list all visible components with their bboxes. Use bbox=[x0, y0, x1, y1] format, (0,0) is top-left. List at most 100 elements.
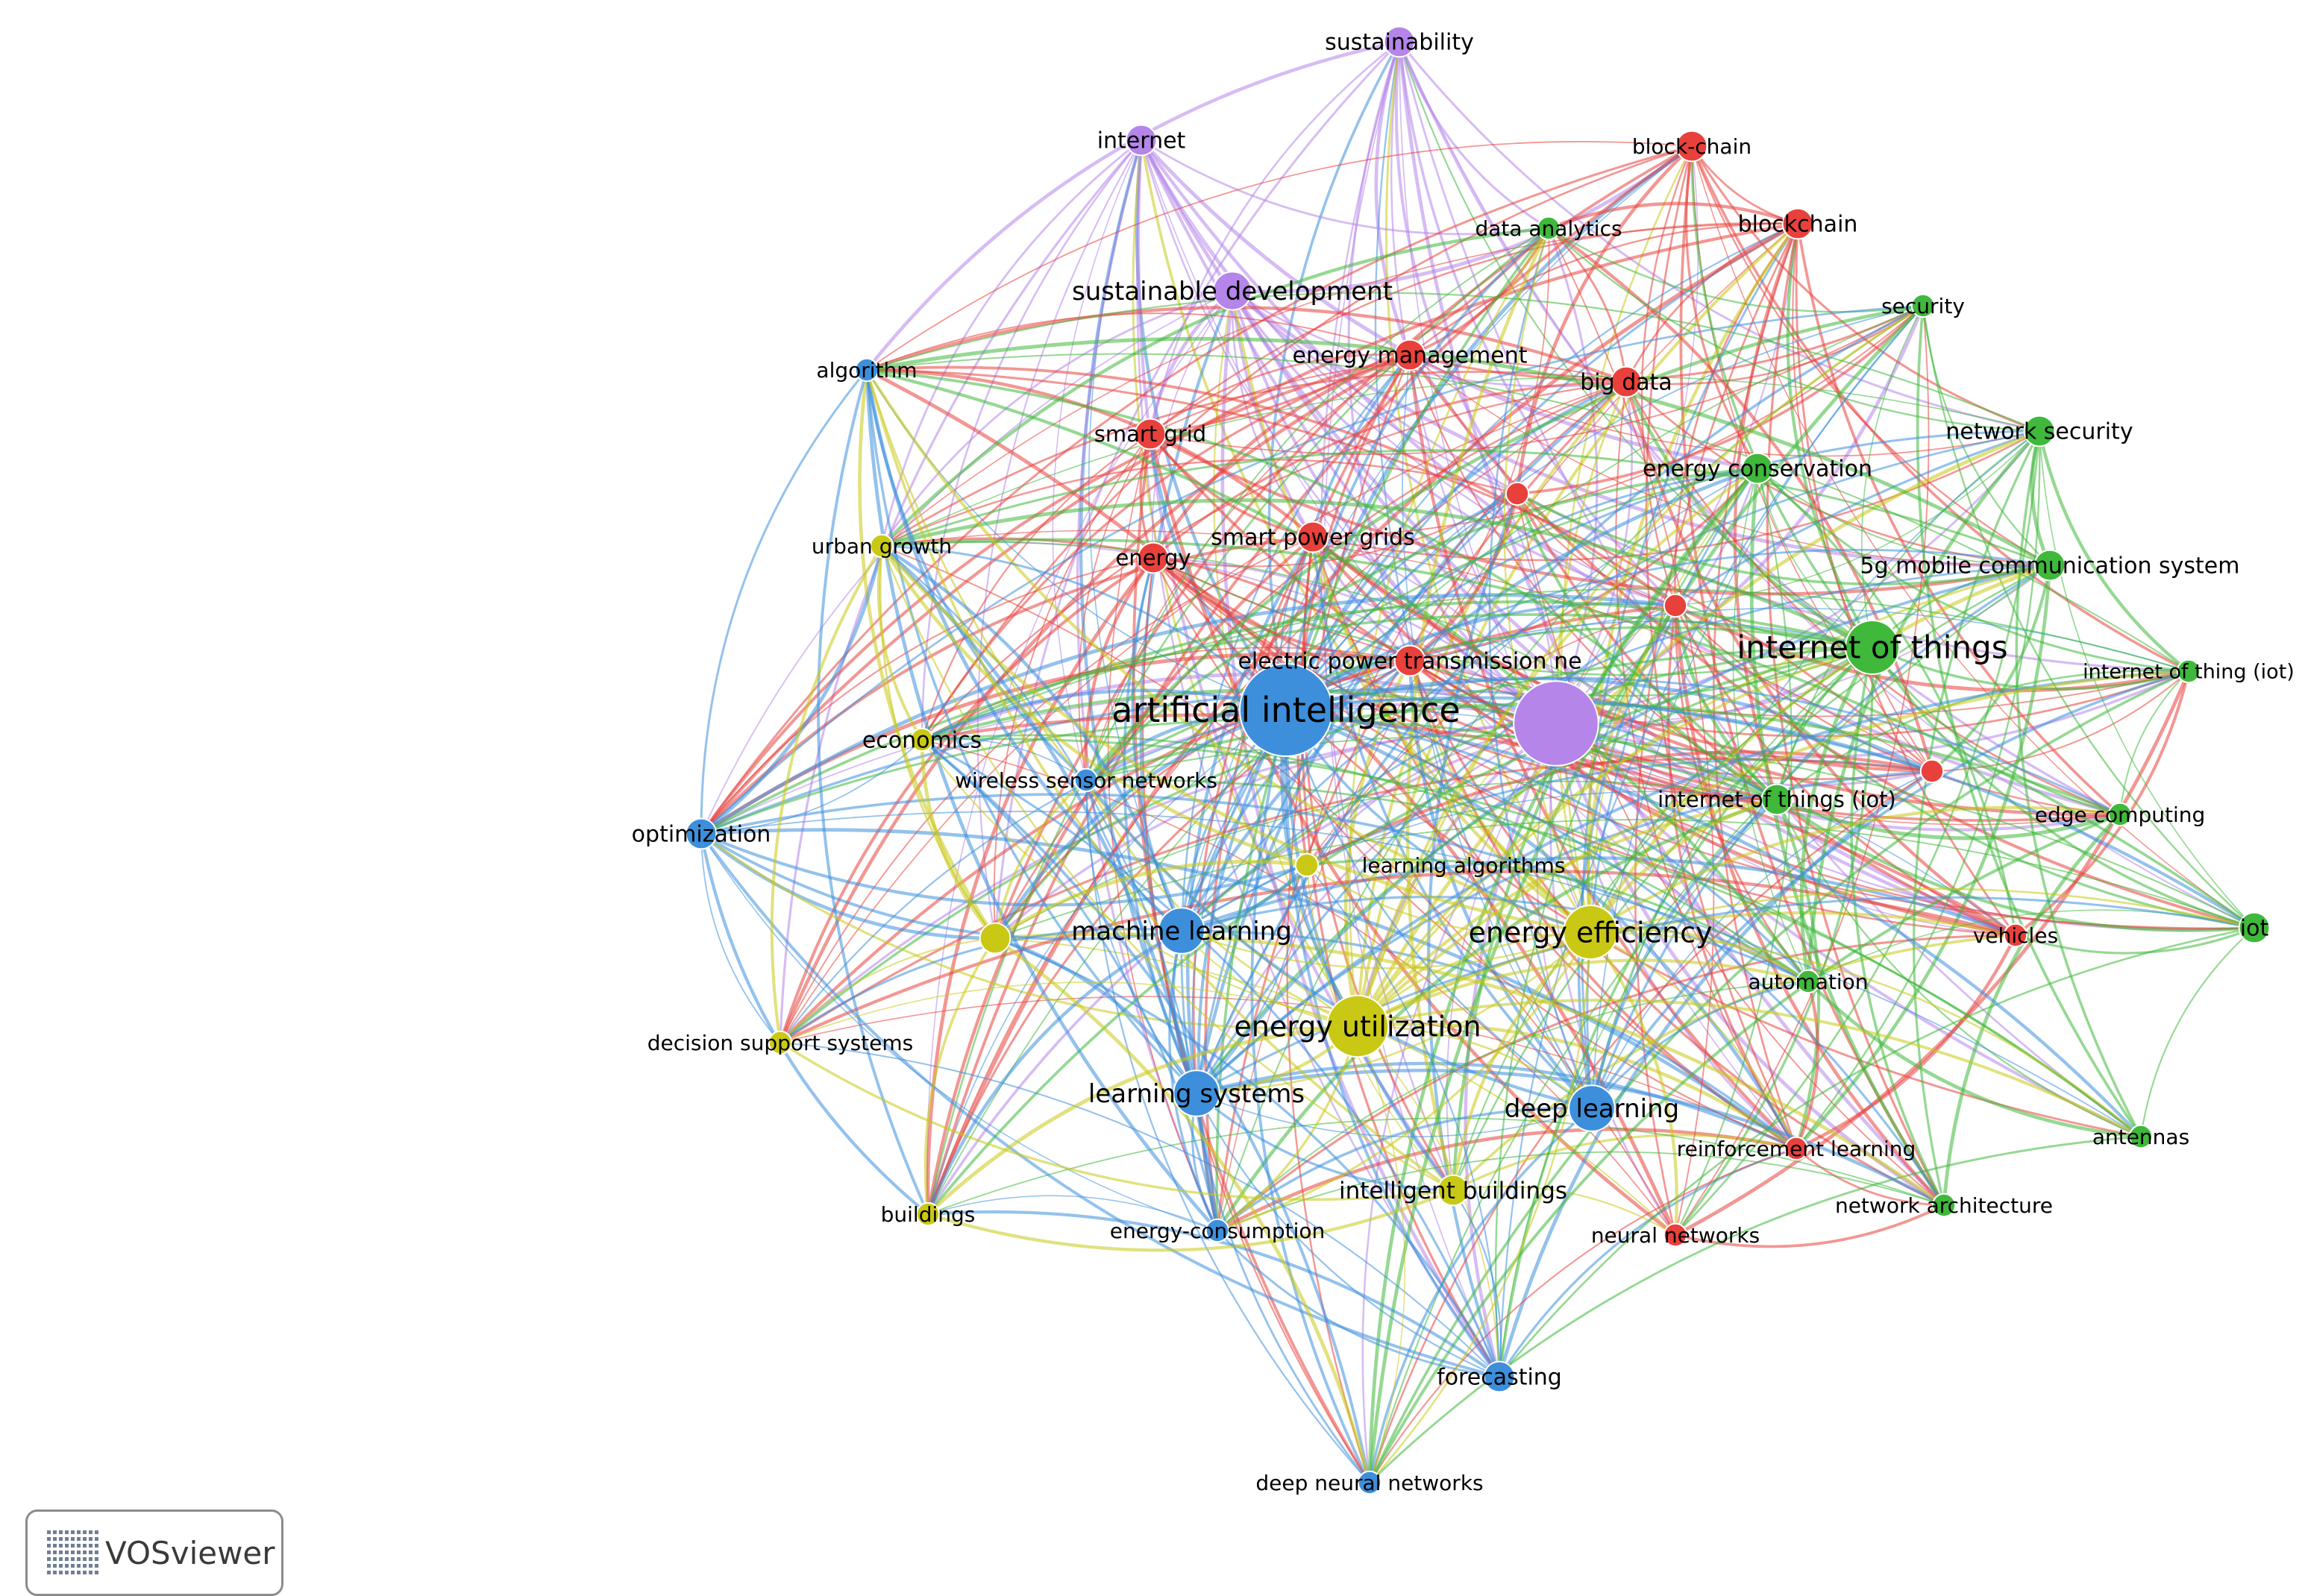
node-data-analytics[interactable] bbox=[1536, 216, 1561, 241]
edge-optimization-forecasting bbox=[700, 832, 1500, 1378]
node-forecasting[interactable] bbox=[1483, 1360, 1516, 1393]
node-smart-power-grids[interactable] bbox=[1296, 521, 1329, 553]
edge-automation-artificial-intelligence bbox=[1285, 709, 1810, 983]
node-decision-support-systems[interactable] bbox=[768, 1030, 793, 1055]
node-big-data[interactable] bbox=[1610, 365, 1643, 398]
node-red-node-a[interactable] bbox=[1505, 481, 1530, 506]
node-electric-power-transmission[interactable] bbox=[1393, 644, 1426, 677]
edge-red-node-c-artificial-intelligence bbox=[1285, 676, 1934, 773]
node-algorithm[interactable] bbox=[854, 357, 879, 383]
node-urban-growth[interactable] bbox=[869, 533, 894, 559]
node-blockchain[interactable] bbox=[1781, 207, 1814, 240]
edge-internet-of-thing-iot-economics bbox=[921, 588, 2189, 741]
label-energy-management: energy management bbox=[1292, 343, 1527, 369]
edge-smart-grid-security bbox=[1150, 305, 1924, 456]
edge-iot-artificial-intelligence bbox=[1285, 696, 2256, 929]
label-energy-utilization: energy utilization bbox=[1234, 1010, 1481, 1043]
node-learning-systems[interactable] bbox=[1173, 1069, 1220, 1117]
node-sustainable-development[interactable] bbox=[1212, 271, 1252, 311]
node-internet-of-things-iot[interactable] bbox=[1760, 783, 1793, 816]
edge-internet-of-things-iot-forecasting bbox=[1499, 799, 1778, 1377]
edge-internet-of-things-iot-machine-learning bbox=[1181, 791, 1778, 931]
edge-internet-of-things-intelligent-buildings bbox=[1452, 647, 1873, 1191]
edge-energy-management-data-analytics bbox=[1409, 227, 1550, 356]
node-yellow-node-a[interactable] bbox=[979, 922, 1012, 955]
label-internet-of-things-iot: internet of things (iot) bbox=[1657, 787, 1896, 812]
node-intelligent-buildings[interactable] bbox=[1437, 1174, 1470, 1207]
node-energy[interactable] bbox=[1137, 541, 1170, 574]
node-security[interactable] bbox=[1910, 293, 1936, 318]
node-vehicles[interactable] bbox=[2003, 923, 2028, 948]
node-red-node-c[interactable] bbox=[1919, 758, 1945, 784]
node-antennas[interactable] bbox=[2128, 1124, 2154, 1149]
node-internet-of-things[interactable] bbox=[1845, 620, 1900, 675]
edge-deep-neural-networks-yellow-node-a bbox=[994, 937, 1372, 1483]
label-smart-grid: smart grid bbox=[1094, 421, 1206, 447]
node-5g[interactable] bbox=[2033, 549, 2066, 582]
node-red-node-b[interactable] bbox=[1663, 593, 1688, 618]
edge-energy-management-algorithm bbox=[866, 312, 1411, 371]
node-internet[interactable] bbox=[1125, 124, 1158, 157]
label-block-chain: block-chain bbox=[1632, 134, 1751, 159]
edge-data-analytics-urban-growth bbox=[880, 226, 1549, 547]
node-optimization[interactable] bbox=[685, 817, 718, 850]
label-smart-power-grids: smart power grids bbox=[1211, 525, 1415, 551]
edge-energy-consumption-economics bbox=[921, 738, 1219, 1231]
node-reinforcement-learning[interactable] bbox=[1784, 1136, 1809, 1161]
edge-algorithm-optimization bbox=[700, 369, 868, 835]
node-internet-of-thing-iot[interactable] bbox=[2176, 659, 2201, 684]
edge-energy-management-optimization bbox=[700, 354, 1411, 835]
node-artificial-intelligence[interactable] bbox=[1239, 663, 1333, 757]
edge-sustainability-internet-of-things bbox=[1399, 41, 1873, 648]
edge-forecasting-intelligent-buildings bbox=[1452, 1190, 1502, 1377]
edge-edge-computing-network-architecture bbox=[1942, 813, 2121, 1206]
edge-energy-conservation-energy-efficiency bbox=[1590, 468, 1758, 933]
edge-smart-power-grids-decision-support-systems bbox=[780, 536, 1314, 1043]
node-energy-conservation[interactable] bbox=[1741, 452, 1774, 485]
node-smart-grid[interactable] bbox=[1134, 418, 1167, 450]
node-energy-consumption[interactable] bbox=[1205, 1218, 1230, 1243]
node-neural-networks[interactable] bbox=[1663, 1222, 1688, 1248]
node-deep-learning[interactable] bbox=[1568, 1084, 1616, 1132]
label-economics: economics bbox=[862, 728, 982, 754]
edge-antennas-energy-efficiency bbox=[1590, 931, 2142, 1137]
edge-5g-artificial-intelligence bbox=[1285, 548, 2051, 711]
node-network-security[interactable] bbox=[2023, 415, 2056, 447]
node-deep-neural-networks[interactable] bbox=[1357, 1470, 1382, 1495]
node-block-chain[interactable] bbox=[1675, 130, 1708, 163]
node-energy-management[interactable] bbox=[1393, 339, 1426, 371]
label-learning-algorithms: learning algorithms bbox=[1362, 853, 1566, 878]
label-reinforcement-learning: reinforcement learning bbox=[1677, 1137, 1916, 1161]
node-network-architecture[interactable] bbox=[1931, 1193, 1957, 1218]
node-wireless-sensor-networks[interactable] bbox=[1073, 767, 1099, 793]
label-deep-learning: deep learning bbox=[1505, 1094, 1680, 1124]
node-automation[interactable] bbox=[1796, 969, 1821, 994]
edge-internet-of-things-iot-economics bbox=[921, 688, 1778, 801]
node-energy-utilization[interactable] bbox=[1326, 994, 1390, 1058]
node-learning-algorithms[interactable] bbox=[1294, 852, 1320, 878]
label-learning-systems: learning systems bbox=[1088, 1079, 1305, 1109]
edge-energy-wireless-sensor-networks bbox=[1084, 556, 1155, 781]
edge-urban-growth-energy-efficiency bbox=[880, 544, 1591, 934]
edge-energy-conservation-artificial-intelligence bbox=[1285, 467, 1758, 711]
label-data-analytics: data analytics bbox=[1475, 216, 1622, 241]
node-edge-computing[interactable] bbox=[2107, 802, 2133, 827]
edge-antennas-energy-utilization bbox=[1357, 999, 2142, 1138]
node-buildings[interactable] bbox=[915, 1201, 941, 1227]
edge-machine-learning-decision-support-systems bbox=[780, 927, 1182, 1044]
label-intelligent-buildings: intelligent buildings bbox=[1339, 1178, 1567, 1204]
label-energy-efficiency: energy efficiency bbox=[1469, 916, 1713, 949]
edge-sustainability-smart-grid bbox=[1149, 41, 1400, 435]
node-iot[interactable] bbox=[2238, 911, 2271, 944]
edge-artificial-intelligence-economics bbox=[921, 688, 1287, 742]
label-big-data: big data bbox=[1580, 370, 1672, 396]
node-economics[interactable] bbox=[909, 727, 935, 753]
node-sustainability[interactable] bbox=[1383, 25, 1416, 58]
node-energy-efficiency[interactable] bbox=[1563, 905, 1618, 960]
node-machine-learning[interactable] bbox=[1158, 907, 1205, 955]
edge-deep-learning-energy-utilization bbox=[1357, 1025, 1593, 1110]
node-purple-hub[interactable] bbox=[1513, 680, 1599, 767]
edge-deep-learning-deep-neural-networks bbox=[1368, 1107, 1593, 1483]
edge-smart-power-grids-network-security bbox=[1312, 430, 2040, 562]
